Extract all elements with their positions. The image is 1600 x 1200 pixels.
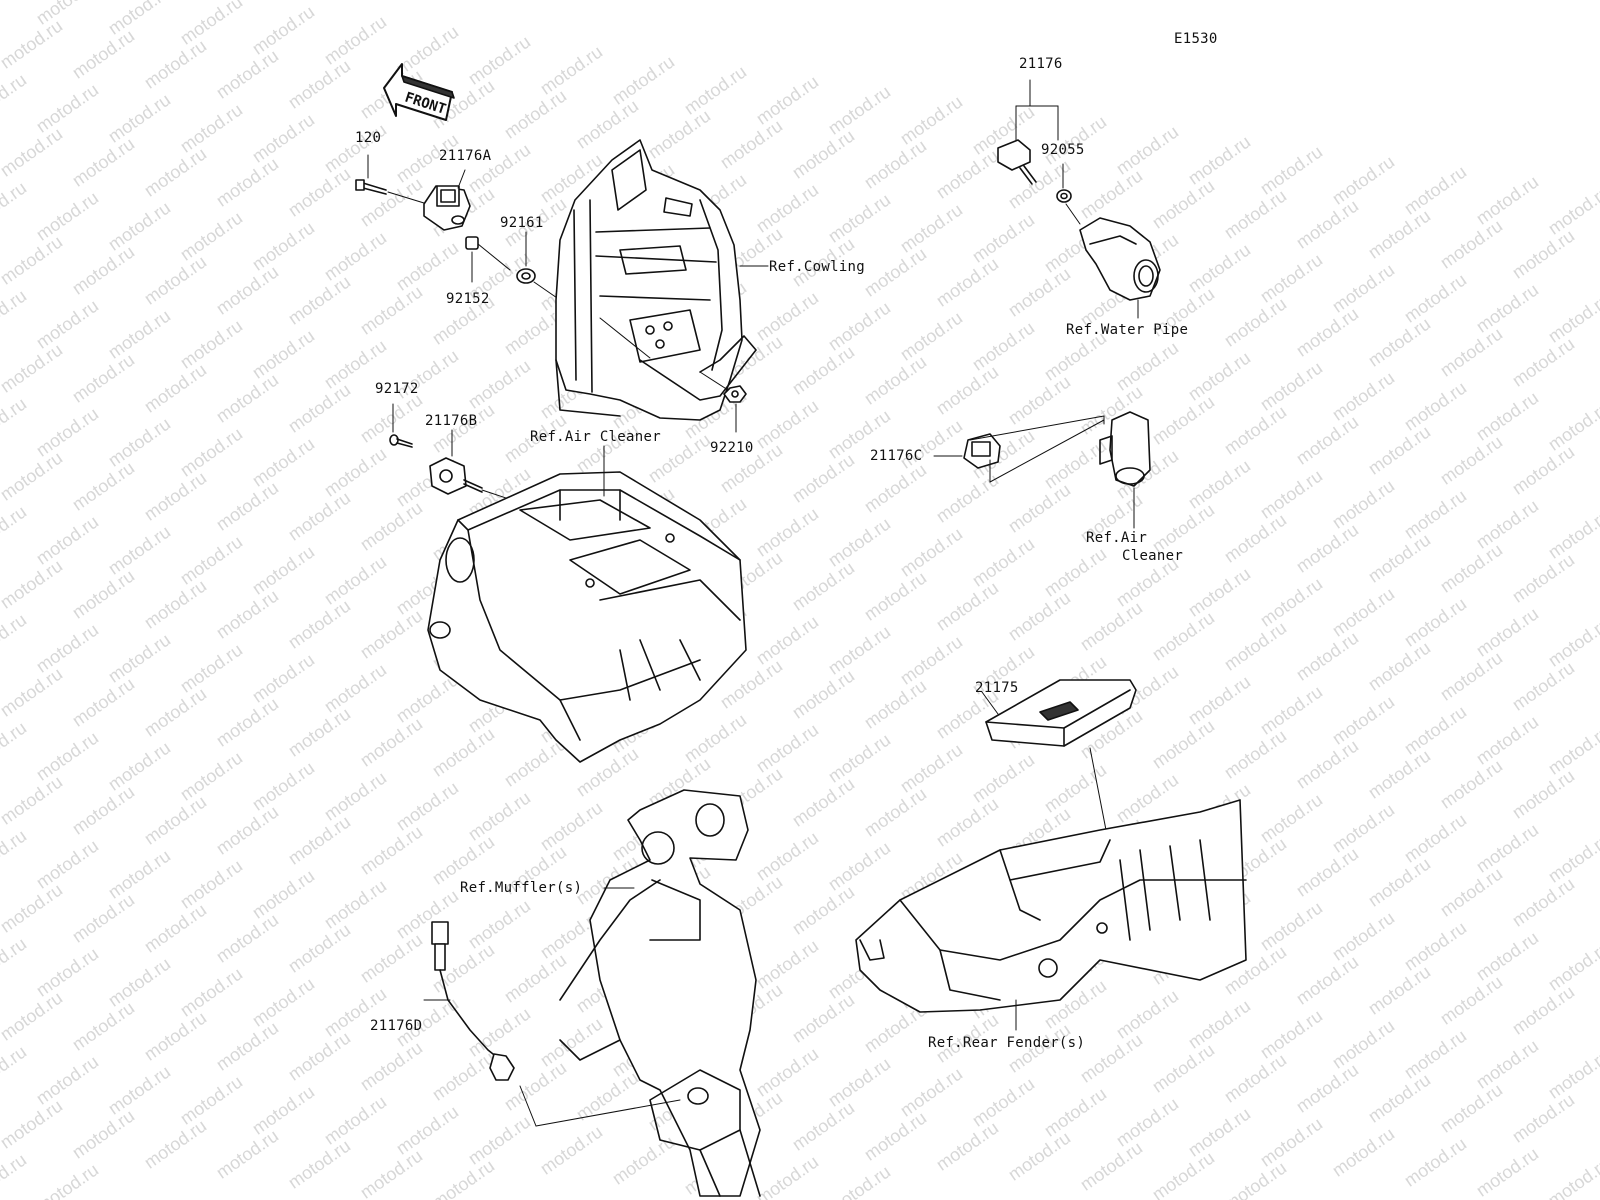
grommet-92161-icon: [516, 231, 561, 301]
ecu-21175-icon: [981, 679, 1137, 831]
air-cleaner-drawing: [427, 445, 747, 763]
part-label-120[interactable]: 120: [355, 130, 382, 146]
part-label-21175[interactable]: 21175: [975, 680, 1019, 696]
part-label-92152[interactable]: 92152: [446, 291, 490, 307]
rear-fender-drawing: [855, 799, 1247, 1031]
screw-92172-icon: [389, 403, 413, 448]
part-label-92210[interactable]: 92210: [710, 440, 754, 456]
ref-label-air-cleaner-top[interactable]: Ref.Air Cleaner: [530, 429, 661, 445]
front-arrow-icon: FRONT: [383, 63, 455, 121]
part-label-92161[interactable]: 92161: [500, 215, 544, 231]
sensor-21176-icon: [997, 79, 1059, 185]
sensor-21176b-icon: [429, 429, 513, 501]
sensor-21176c-icon: [933, 415, 1105, 483]
diagram-code: E1530: [1174, 31, 1218, 47]
collar-92152-icon: [465, 236, 511, 283]
water-pipe-drawing: [1079, 217, 1161, 319]
part-label-21176a[interactable]: 21176A: [439, 148, 492, 164]
part-label-21176d[interactable]: 21176D: [370, 1018, 423, 1034]
o-ring-92055-icon: [1056, 163, 1081, 225]
ref-label-water-pipe[interactable]: Ref.Water Pipe: [1066, 322, 1189, 338]
ref-label-air-cleaner-right-line1[interactable]: Ref.Air: [1086, 530, 1148, 546]
ref-label-cowling[interactable]: Ref.Cowling: [769, 259, 866, 275]
cowling-bracket-drawing: [555, 139, 769, 421]
bolt-120-icon: [355, 154, 425, 204]
part-label-92172[interactable]: 92172: [375, 381, 419, 397]
part-label-21176[interactable]: 21176: [1019, 56, 1063, 72]
sensor-21176a-icon: [423, 169, 471, 231]
part-label-21176b[interactable]: 21176B: [425, 413, 478, 429]
ref-label-rear-fender[interactable]: Ref.Rear Fender(s): [928, 1035, 1086, 1051]
ref-label-mufflers[interactable]: Ref.Muffler(s): [460, 880, 583, 896]
muffler-drawing: [559, 789, 761, 1197]
air-cleaner-fitting-drawing: [1099, 411, 1151, 529]
nut-92210-icon: [699, 371, 747, 433]
part-label-92055[interactable]: 92055: [1041, 142, 1085, 158]
part-label-21176c[interactable]: 21176C: [870, 448, 923, 464]
sensor-21176d-icon: [423, 921, 681, 1127]
ref-label-air-cleaner-right-line2[interactable]: Cleaner: [1122, 548, 1184, 564]
